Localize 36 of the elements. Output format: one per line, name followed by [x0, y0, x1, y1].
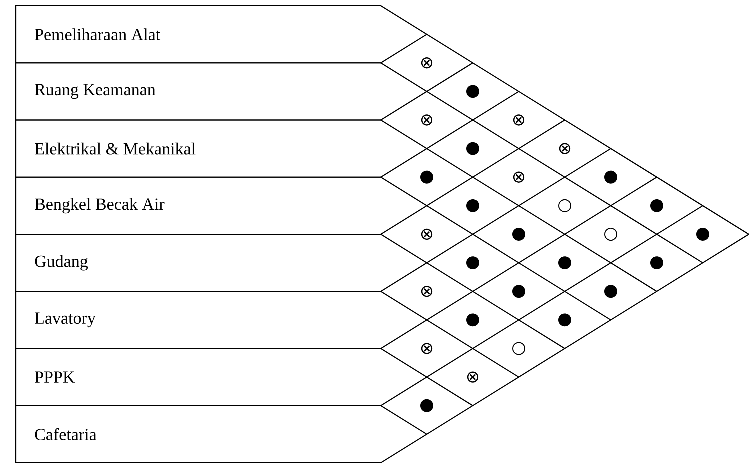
relationship-symbol: ● [420, 399, 434, 412]
relationship-symbol: ○ [604, 228, 618, 242]
activity-row: Bengkel Becak Air [15, 176, 381, 236]
activity-row: Ruang Keamanan [15, 62, 381, 121]
relationship-symbol: ● [420, 170, 434, 184]
relationship-symbol: ● [466, 199, 480, 212]
relationship-symbol: ⊗ [421, 228, 433, 240]
relationship-symbol: ⊗ [421, 58, 433, 69]
relationship-symbol: ● [558, 256, 572, 270]
relationship-symbol: ● [650, 256, 664, 270]
relationship-symbol: ● [604, 170, 618, 184]
activity-row: Pemeliharaan Alat [15, 5, 381, 64]
relationship-symbol: ● [558, 314, 572, 327]
relationship-symbol: ● [466, 256, 480, 270]
relationship-symbol: ⊗ [467, 372, 479, 383]
activity-row: Gudang [15, 234, 381, 292]
relationship-symbol: ● [696, 228, 710, 241]
relationship-symbol: ● [466, 85, 480, 98]
relationship-symbol: ⊗ [421, 114, 433, 126]
relationship-symbol: ● [604, 285, 618, 298]
activity-row: Lavatory [15, 291, 381, 350]
relationship-symbol: ● [650, 199, 664, 212]
relationship-symbol: ⊗ [513, 172, 525, 183]
relationship-symbol: ⊗ [513, 114, 525, 126]
relationship-symbol: ● [512, 228, 526, 241]
relationship-symbol: ● [512, 285, 526, 298]
relationship-symbol: ⊗ [421, 343, 433, 354]
relationship-symbol: ● [466, 142, 480, 156]
activity-row: Elektrikal & Mekanikal [15, 120, 381, 178]
activity-row: PPPK [15, 348, 381, 406]
activity-row: Cafetaria [15, 405, 381, 463]
relationship-symbol: ○ [512, 342, 526, 356]
relationship-symbol: ⊗ [559, 143, 571, 154]
relationship-symbol: ○ [558, 199, 572, 212]
relationship-symbol: ⊗ [421, 286, 433, 298]
relationship-symbol: ● [466, 314, 480, 327]
